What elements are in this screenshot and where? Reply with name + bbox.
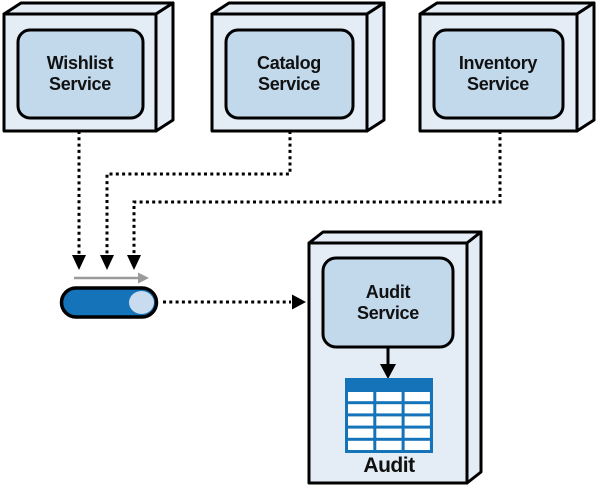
inventory-flow-arrowhead-icon [127, 255, 141, 270]
table-cell [376, 416, 402, 426]
inventory-service-label: Inventory Service [458, 53, 538, 94]
inventory-box-right-face [575, 1, 596, 133]
catalog-flow-arrowhead-icon [100, 255, 114, 270]
inventory-box-top-face [418, 1, 596, 16]
wishlist-box-right-face [154, 1, 175, 133]
catalog-inner-panel [224, 28, 355, 120]
table-background [345, 378, 433, 453]
table-cell [404, 392, 430, 402]
table-cell [348, 404, 374, 414]
flow-queue-to-audit [163, 294, 306, 310]
flow-inventory-to-queue [127, 131, 502, 270]
catalog-box-top-face [210, 1, 386, 16]
table-cell [404, 416, 430, 426]
wishlist-box-top-face [2, 1, 175, 16]
inventory-inner-panel [432, 28, 565, 120]
audit-box-right-face [465, 230, 483, 485]
catalog-box-right-face [365, 1, 386, 133]
audit-service-label: Audit Service [357, 281, 419, 323]
inventory-flow-line [132, 131, 502, 254]
wishlist-service-label: Wishlist Service [46, 53, 114, 94]
table-cell [376, 428, 402, 438]
table-cell [348, 392, 374, 402]
table-cell [404, 428, 430, 438]
audit-arrow-arrowhead-icon [380, 364, 396, 379]
wishlist-flow-arrowhead-icon [72, 255, 86, 270]
queue-cylinder-cap [129, 291, 154, 314]
table-cell [376, 392, 402, 402]
catalog-service-node [210, 1, 386, 133]
table-cell [348, 416, 374, 426]
audit-table-icon [345, 378, 433, 453]
table-cell [404, 440, 430, 450]
table-cell [348, 428, 374, 438]
message-queue-node [59, 272, 159, 319]
catalog-service-label: Catalog Service [257, 53, 321, 94]
flow-wishlist-to-queue [72, 131, 86, 270]
table-cell [376, 440, 402, 450]
queue-direction-arrowhead-icon [138, 272, 149, 284]
audit-table-label: Audit [363, 454, 415, 478]
audit-service-to-table-arrow [380, 347, 396, 379]
queue-to-audit-arrowhead-icon [292, 294, 306, 310]
flow-catalog-to-queue [100, 131, 292, 270]
audit-box-top-face [307, 230, 483, 245]
wishlist-service-node [2, 1, 175, 133]
table-cell [348, 440, 374, 450]
catalog-flow-line [105, 131, 292, 254]
wishlist-inner-panel [16, 28, 145, 120]
table-cell [404, 404, 430, 414]
inventory-service-node [418, 1, 596, 133]
table-cell [376, 404, 402, 414]
